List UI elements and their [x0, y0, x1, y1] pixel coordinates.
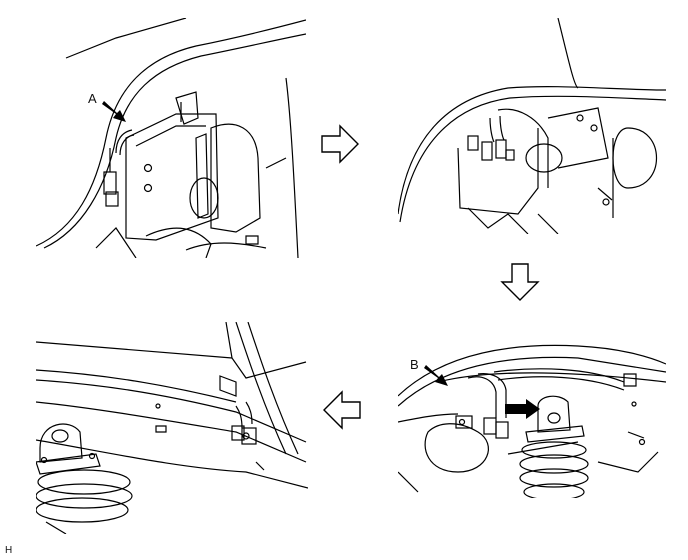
- flow-arrow-right-icon: [321, 124, 359, 164]
- flow-arrow-left-icon: [323, 390, 361, 430]
- disconnect-direction-arrow-icon: [505, 399, 540, 419]
- callout-b-arrow-icon: [424, 365, 448, 386]
- step-1-illustration: [36, 18, 306, 258]
- callout-a-arrow-icon: [102, 101, 126, 122]
- figure-code: H: [5, 545, 13, 556]
- flow-arrow-down-icon: [500, 263, 540, 301]
- step-2-illustration: [398, 18, 666, 234]
- step-3-illustration: [398, 322, 666, 498]
- step-4-illustration: [36, 322, 308, 534]
- callout-b-label: B: [410, 357, 419, 372]
- callout-a-label: A: [88, 91, 97, 106]
